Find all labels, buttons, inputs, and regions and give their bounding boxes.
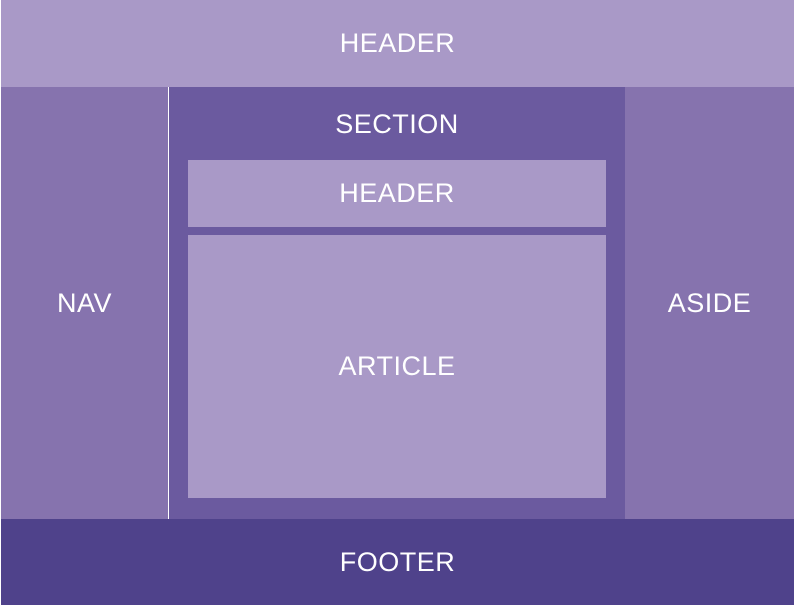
section-header-block: HEADER — [188, 160, 606, 227]
article-label: ARTICLE — [338, 351, 456, 381]
nav-block: NAV — [1, 87, 168, 519]
nav-label: NAV — [56, 287, 112, 318]
footer-block: FOOTER — [1, 519, 794, 605]
aside-label: ASIDE — [667, 287, 752, 318]
article-block: ARTICLE — [188, 235, 606, 498]
section-header-label: HEADER — [339, 178, 455, 208]
footer-label: FOOTER — [339, 546, 456, 577]
page-header-label: HEADER — [339, 28, 456, 58]
section-block: SECTION HEADER ARTICLE — [169, 87, 625, 519]
section-label: SECTION — [335, 109, 459, 139]
aside-block: ASIDE — [625, 87, 794, 519]
page-header-block: HEADER — [1, 0, 794, 87]
